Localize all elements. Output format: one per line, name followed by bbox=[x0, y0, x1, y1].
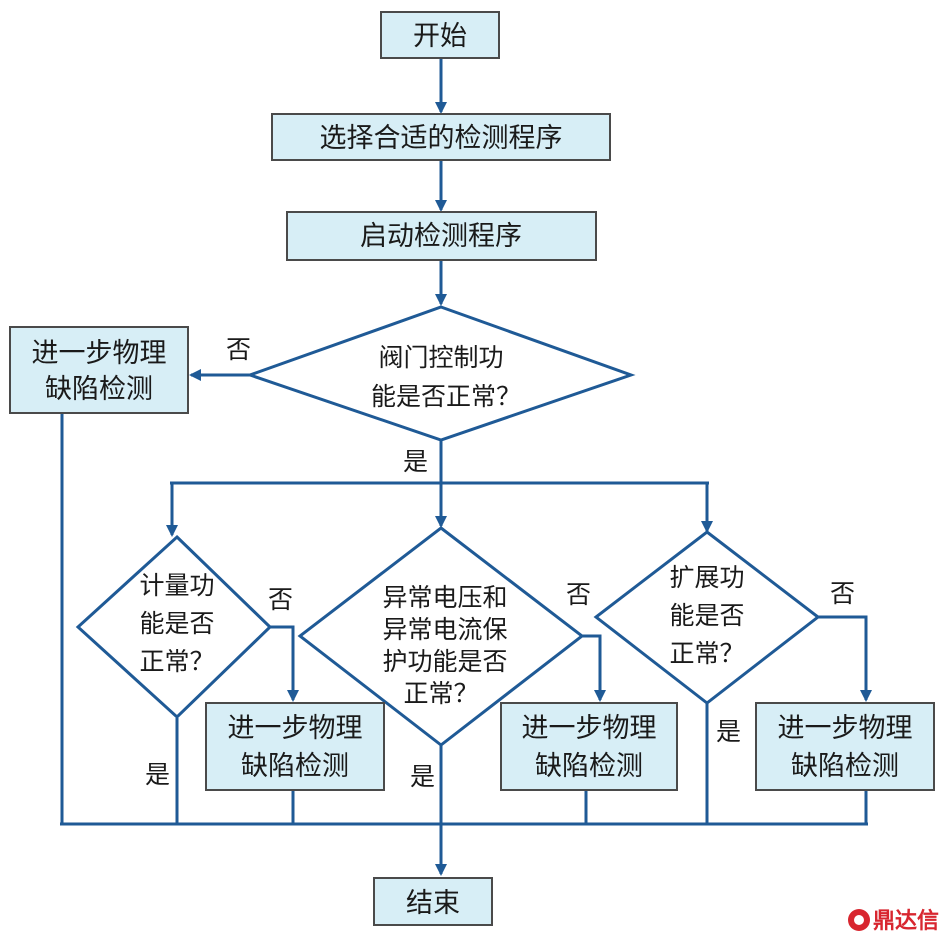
edge-extension-no bbox=[818, 615, 872, 702]
node-valve-check-line2: 能是否正常？ bbox=[371, 382, 521, 411]
node-protection-check: 异常电压和 异常电流保 护功能是否 正常？ bbox=[297, 526, 585, 747]
label-protection-no: 否 bbox=[566, 580, 591, 609]
label-valve-no: 否 bbox=[226, 335, 251, 364]
branch-labels: 否 是 否 是 否 是 否 是 bbox=[145, 335, 855, 791]
node-start-program-label: 启动检测程序 bbox=[360, 221, 522, 252]
node-start-label: 开始 bbox=[413, 21, 467, 52]
node-start: 开始 bbox=[380, 11, 500, 59]
label-extension-yes: 是 bbox=[716, 717, 741, 746]
edge-protection-no bbox=[582, 634, 606, 702]
node-valve-check: 阀门控制功 能是否正常？ bbox=[245, 305, 636, 442]
node-metering-check-line3: 正常？ bbox=[139, 647, 214, 676]
watermark-text: 鼎达信 bbox=[873, 908, 939, 934]
watermark: 鼎达信 bbox=[848, 908, 939, 934]
node-protection-check-line4: 正常？ bbox=[403, 679, 478, 708]
node-physical-metering-line2: 缺陷检测 bbox=[241, 751, 349, 782]
label-extension-no: 否 bbox=[830, 579, 855, 608]
node-select-program: 选择合适的检测程序 bbox=[271, 113, 611, 161]
node-physical-protection: 进一步物理 缺陷检测 bbox=[500, 702, 678, 791]
node-physical-extension-line2: 缺陷检测 bbox=[791, 751, 899, 782]
label-valve-yes: 是 bbox=[403, 447, 428, 476]
node-physical-protection-line1: 进一步物理 bbox=[522, 713, 657, 744]
label-metering-yes: 是 bbox=[145, 760, 170, 789]
node-metering-check-line2: 能是否 bbox=[139, 609, 214, 638]
node-end: 结束 bbox=[373, 877, 493, 926]
node-physical-extension-line1: 进一步物理 bbox=[778, 713, 913, 744]
node-physical-left-line1: 进一步物理 bbox=[32, 338, 167, 369]
node-extension-check-line2: 能是否 bbox=[669, 601, 744, 630]
connectors bbox=[60, 58, 872, 876]
node-physical-metering: 进一步物理 缺陷检测 bbox=[205, 702, 385, 791]
node-valve-check-line1: 阀门控制功 bbox=[378, 343, 503, 372]
node-end-label: 结束 bbox=[406, 888, 460, 919]
node-physical-extension: 进一步物理 缺陷检测 bbox=[755, 702, 935, 791]
node-physical-left: 进一步物理 缺陷检测 bbox=[9, 326, 189, 414]
node-protection-check-line3: 护功能是否 bbox=[382, 647, 507, 676]
node-start-program: 启动检测程序 bbox=[286, 211, 597, 261]
node-metering-check: 计量功 能是否 正常？ bbox=[75, 534, 273, 720]
node-extension-check: 扩展功 能是否 正常？ bbox=[593, 530, 821, 705]
node-metering-check-line1: 计量功 bbox=[139, 571, 214, 600]
node-physical-metering-line1: 进一步物理 bbox=[228, 713, 363, 744]
edge-metering-no bbox=[270, 625, 299, 702]
label-metering-no: 否 bbox=[268, 585, 293, 614]
label-protection-yes: 是 bbox=[410, 762, 435, 791]
node-protection-check-line2: 异常电流保 bbox=[382, 615, 507, 644]
node-extension-check-line1: 扩展功 bbox=[669, 563, 744, 592]
node-physical-left-line2: 缺陷检测 bbox=[45, 374, 153, 405]
node-select-program-label: 选择合适的检测程序 bbox=[320, 123, 563, 154]
node-protection-check-line1: 异常电压和 bbox=[382, 583, 507, 612]
watermark-logo-inner bbox=[854, 915, 864, 925]
node-physical-protection-line2: 缺陷检测 bbox=[535, 751, 643, 782]
node-extension-check-line3: 正常？ bbox=[669, 639, 744, 668]
